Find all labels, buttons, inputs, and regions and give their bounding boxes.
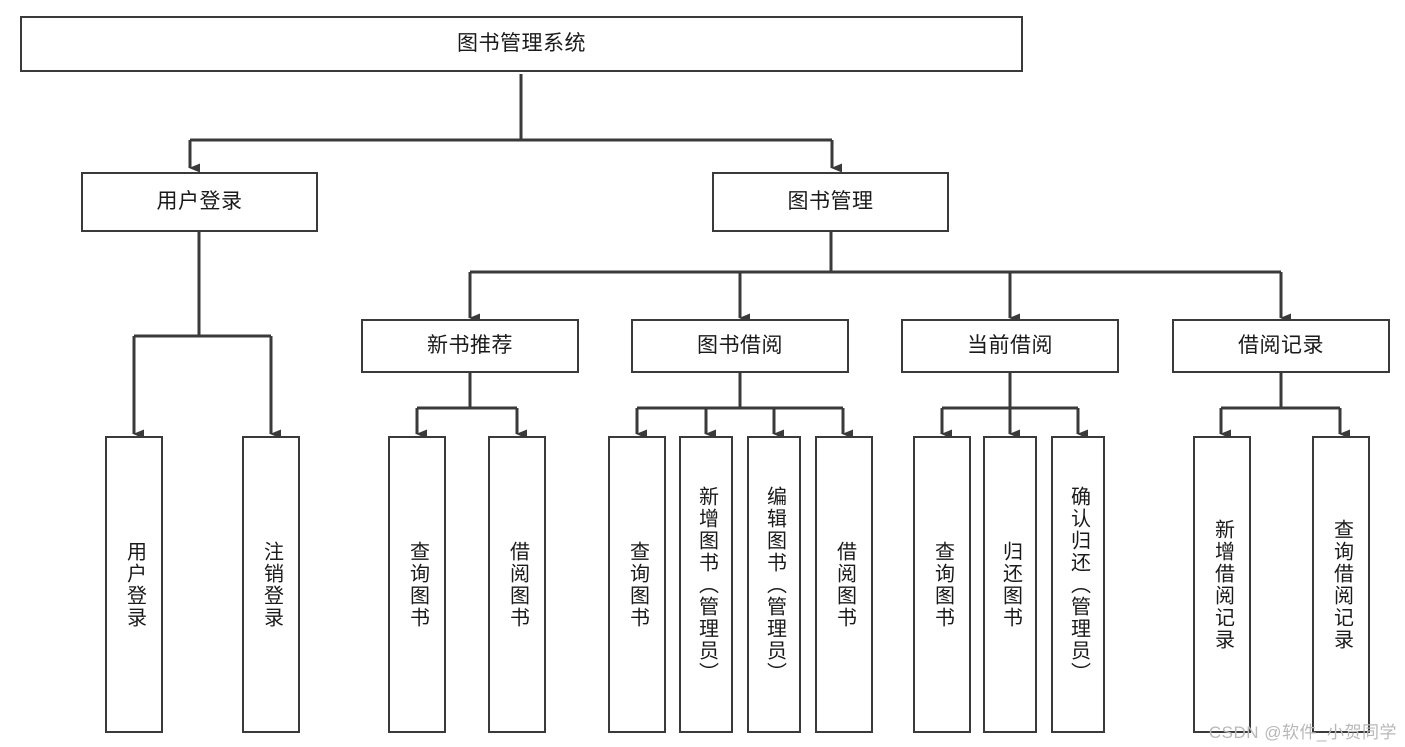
node-current-borrow-label: 当前借阅 xyxy=(967,334,1053,358)
node-leaf-user-logout[interactable]: 注销登录 xyxy=(242,436,300,733)
node-leaf-rec-query[interactable]: 查询图书 xyxy=(388,436,446,733)
node-borrow-record-label: 借阅记录 xyxy=(1238,334,1324,358)
node-book-borrow[interactable]: 图书借阅 xyxy=(631,319,849,373)
node-leaf-rec-search[interactable]: 查询借阅记录 xyxy=(1312,436,1370,733)
node-leaf-cur-confirm[interactable]: 确认归还（管理员） xyxy=(1051,436,1105,733)
node-leaf-user-login[interactable]: 用户登录 xyxy=(105,436,163,733)
node-new-book-rec[interactable]: 新书推荐 xyxy=(361,319,579,373)
node-borrow-record[interactable]: 借阅记录 xyxy=(1172,319,1390,373)
node-root[interactable]: 图书管理系统 xyxy=(20,16,1023,72)
node-leaf-borrow-lend-label: 借阅图书 xyxy=(833,540,856,629)
node-leaf-cur-return[interactable]: 归还图书 xyxy=(983,436,1037,733)
node-leaf-cur-query[interactable]: 查询图书 xyxy=(913,436,971,733)
node-leaf-borrow-add-label: 新增图书（管理员） xyxy=(695,485,718,684)
node-leaf-rec-add-label: 新增借阅记录 xyxy=(1211,518,1234,651)
node-leaf-rec-search-label: 查询借阅记录 xyxy=(1330,518,1353,651)
node-leaf-user-login-label: 用户登录 xyxy=(123,540,146,629)
node-leaf-borrow-query-label: 查询图书 xyxy=(626,540,649,629)
node-book-borrow-label: 图书借阅 xyxy=(697,334,783,358)
node-leaf-rec-add[interactable]: 新增借阅记录 xyxy=(1193,436,1251,733)
watermark-text: CSDN @软件_小贺同学 xyxy=(1208,723,1397,742)
node-leaf-rec-borrow[interactable]: 借阅图书 xyxy=(488,436,546,733)
node-leaf-borrow-add[interactable]: 新增图书（管理员） xyxy=(679,436,733,733)
node-leaf-borrow-edit-label: 编辑图书（管理员） xyxy=(763,485,786,684)
node-current-borrow[interactable]: 当前借阅 xyxy=(901,319,1119,373)
node-leaf-rec-query-label: 查询图书 xyxy=(406,540,429,629)
node-leaf-rec-borrow-label: 借阅图书 xyxy=(506,540,529,629)
node-book-manage-label: 图书管理 xyxy=(787,190,874,214)
node-root-label: 图书管理系统 xyxy=(457,32,586,56)
node-user-login-label: 用户登录 xyxy=(156,190,243,214)
node-leaf-cur-return-label: 归还图书 xyxy=(999,540,1022,629)
node-leaf-borrow-query[interactable]: 查询图书 xyxy=(608,436,666,733)
node-user-login[interactable]: 用户登录 xyxy=(81,172,318,232)
node-leaf-cur-confirm-label: 确认归还（管理员） xyxy=(1067,485,1090,684)
node-new-book-rec-label: 新书推荐 xyxy=(427,334,513,358)
node-leaf-user-logout-label: 注销登录 xyxy=(260,540,283,629)
node-book-manage[interactable]: 图书管理 xyxy=(712,172,949,232)
node-leaf-cur-query-label: 查询图书 xyxy=(931,540,954,629)
node-leaf-borrow-edit[interactable]: 编辑图书（管理员） xyxy=(747,436,801,733)
node-leaf-borrow-lend[interactable]: 借阅图书 xyxy=(815,436,873,733)
